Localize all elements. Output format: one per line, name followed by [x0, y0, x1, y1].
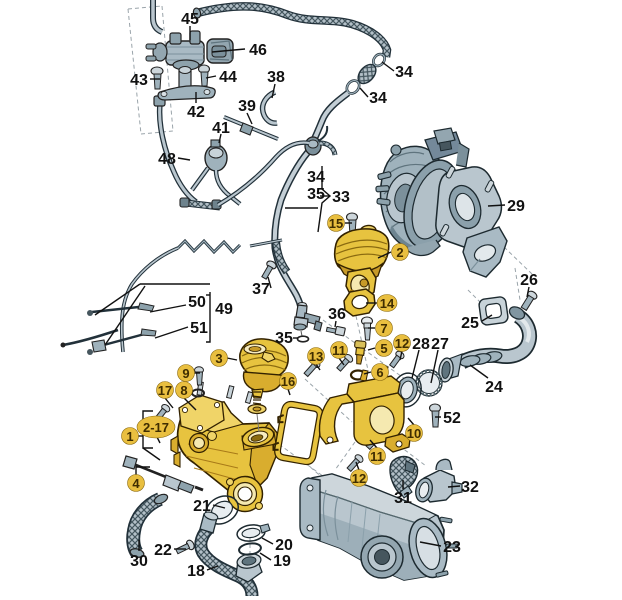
svg-text:37: 37	[252, 281, 270, 298]
svg-text:24: 24	[485, 379, 503, 396]
svg-text:12: 12	[352, 471, 366, 486]
svg-text:48: 48	[158, 151, 176, 168]
svg-text:29: 29	[507, 198, 525, 215]
svg-text:30: 30	[130, 553, 148, 570]
svg-text:25: 25	[461, 315, 479, 332]
svg-text:20: 20	[275, 537, 293, 554]
svg-text:23: 23	[443, 539, 461, 556]
svg-text:12: 12	[395, 336, 409, 351]
svg-text:2: 2	[396, 245, 403, 260]
svg-text:34: 34	[395, 64, 413, 81]
svg-text:43: 43	[130, 72, 148, 89]
svg-text:38: 38	[267, 69, 285, 86]
svg-text:18: 18	[187, 563, 205, 580]
svg-text:52: 52	[443, 410, 461, 427]
svg-text:41: 41	[212, 120, 230, 137]
svg-text:15: 15	[329, 216, 343, 231]
svg-text:2-17: 2-17	[143, 420, 169, 435]
svg-text:33: 33	[332, 189, 350, 206]
svg-text:34: 34	[369, 90, 387, 107]
svg-text:19: 19	[273, 553, 291, 570]
svg-text:14: 14	[380, 296, 395, 311]
svg-text:28: 28	[412, 336, 430, 353]
svg-text:8: 8	[180, 383, 187, 398]
svg-text:17: 17	[158, 383, 172, 398]
svg-text:4: 4	[132, 476, 140, 491]
svg-text:44: 44	[219, 69, 237, 86]
svg-text:36: 36	[328, 306, 346, 323]
svg-text:10: 10	[407, 426, 421, 441]
svg-text:16: 16	[281, 374, 295, 389]
svg-text:39: 39	[238, 98, 256, 115]
svg-text:32: 32	[461, 479, 479, 496]
svg-text:1: 1	[126, 429, 133, 444]
svg-text:13: 13	[309, 349, 323, 364]
svg-text:7: 7	[380, 321, 387, 336]
svg-text:11: 11	[332, 343, 346, 358]
svg-text:26: 26	[520, 272, 538, 289]
svg-text:45: 45	[181, 11, 199, 28]
svg-text:6: 6	[376, 365, 383, 380]
svg-text:31: 31	[394, 490, 412, 507]
svg-text:49: 49	[215, 301, 233, 318]
svg-text:51: 51	[190, 320, 208, 337]
svg-text:22: 22	[154, 542, 172, 559]
svg-text:3: 3	[215, 351, 222, 366]
svg-text:42: 42	[187, 104, 205, 121]
svg-text:9: 9	[182, 366, 189, 381]
svg-text:5: 5	[380, 341, 387, 356]
svg-text:46: 46	[249, 42, 267, 59]
svg-text:35: 35	[307, 186, 325, 203]
svg-text:34: 34	[307, 169, 325, 186]
svg-text:21: 21	[193, 498, 211, 515]
svg-text:50: 50	[188, 294, 206, 311]
svg-text:35: 35	[275, 330, 293, 347]
svg-text:27: 27	[431, 336, 449, 353]
svg-text:11: 11	[370, 449, 384, 464]
